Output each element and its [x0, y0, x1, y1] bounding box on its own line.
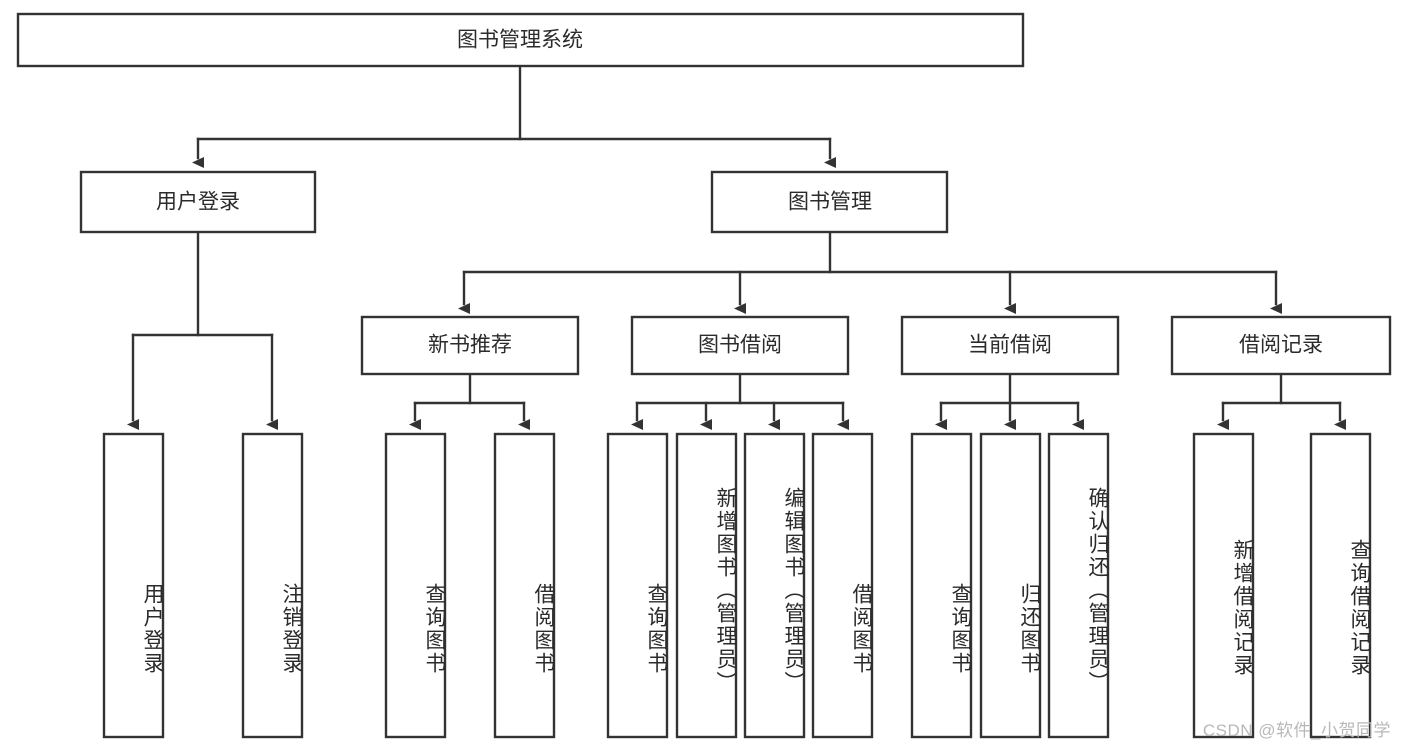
- node-book-manage[interactable]: [710, 170, 949, 234]
- node-leaf-logout-login[interactable]: [241, 432, 304, 739]
- node-leaf-user-login[interactable]: [102, 432, 165, 739]
- node-borrow-record-label: 借阅记录: [1239, 334, 1323, 357]
- node-book-borrow[interactable]: [630, 315, 850, 376]
- node-leaf-query-book-3[interactable]: [910, 432, 973, 739]
- node-leaf-borrow-book-2[interactable]: [811, 432, 874, 739]
- node-new-book-recommend-label: 新书推荐: [428, 334, 512, 357]
- node-leaf-query-book-1[interactable]: [384, 432, 447, 739]
- node-leaf-confirm-return[interactable]: [1047, 432, 1110, 739]
- node-book-borrow-label: 图书借阅: [698, 334, 782, 357]
- node-group: 图书管理系统 用户登录 图书管理 新书推荐 图书借阅 当前借阅 借阅记录: [16, 12, 1392, 739]
- node-borrow-record[interactable]: [1170, 315, 1392, 376]
- node-current-borrow[interactable]: [900, 315, 1120, 376]
- node-leaf-borrow-book-1[interactable]: [493, 432, 556, 739]
- node-root[interactable]: [16, 12, 1025, 68]
- node-leaf-return-book[interactable]: [979, 432, 1042, 739]
- node-leaf-query-book-2[interactable]: [606, 432, 669, 739]
- csdn-watermark: CSDN @软件_小贺同学: [1202, 721, 1391, 740]
- node-leaf-query-record[interactable]: [1309, 432, 1372, 739]
- node-root-label: 图书管理系统: [457, 29, 583, 52]
- node-user-login-label: 用户登录: [156, 191, 240, 214]
- node-user-login[interactable]: [79, 170, 317, 234]
- node-book-manage-label: 图书管理: [788, 191, 872, 214]
- node-current-borrow-label: 当前借阅: [968, 334, 1052, 357]
- node-leaf-add-record[interactable]: [1192, 432, 1255, 739]
- connector-group: [127, 64, 1346, 430]
- node-leaf-add-book[interactable]: [675, 432, 738, 739]
- node-new-book-recommend[interactable]: [360, 315, 580, 376]
- node-leaf-edit-book[interactable]: [743, 432, 806, 739]
